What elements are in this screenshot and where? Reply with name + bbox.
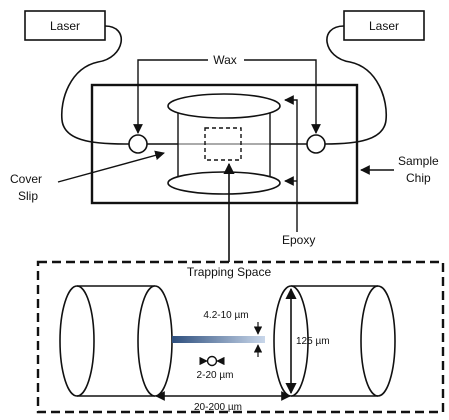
laser-right: Laser <box>343 10 425 41</box>
laser-right-label: Laser <box>369 19 399 33</box>
cover-slip-top <box>167 93 281 119</box>
trapping-space-title: Trapping Space <box>187 265 272 279</box>
trapped-particle <box>206 355 218 367</box>
sample-chip <box>90 83 359 205</box>
fiber-cylinder-left <box>59 285 173 397</box>
laser-left-label: Laser <box>50 19 80 33</box>
gap-height-label: 4.2-10 µm <box>203 310 248 321</box>
sample-chip-label-line1: Sample <box>398 154 439 168</box>
wax-leader-left <box>133 59 208 134</box>
cover-slip-label-line2: Slip <box>18 189 38 203</box>
epoxy-leader <box>284 95 298 232</box>
wax-blob-left <box>128 134 148 154</box>
cover-slip-label-line1: Cover <box>10 172 42 186</box>
laser-right-box <box>343 10 425 41</box>
trapping-space-panel <box>36 260 445 414</box>
laser-left-box <box>24 10 106 41</box>
sample-chip-label-line2: Chip <box>406 171 431 185</box>
wax-leader-right <box>244 59 321 134</box>
wax-blob-right <box>306 134 326 154</box>
cover-slip-bottom <box>167 171 281 195</box>
fiber-separation-label: 20-200 µm <box>194 402 242 413</box>
wax-label: Wax <box>213 53 237 67</box>
fiber-right <box>324 25 388 145</box>
particle-size-label: 2-20 µm <box>197 370 234 381</box>
fiber-left <box>60 25 126 145</box>
fiber-cylinder-right <box>273 285 396 397</box>
fiber-diameter-label: 125 µm <box>296 336 330 347</box>
trapping-region-marker <box>204 127 242 161</box>
laser-left: Laser <box>24 10 106 41</box>
epoxy-label: Epoxy <box>282 233 315 247</box>
trapping-beam <box>172 336 265 343</box>
cover-slip-arrow <box>57 150 165 183</box>
